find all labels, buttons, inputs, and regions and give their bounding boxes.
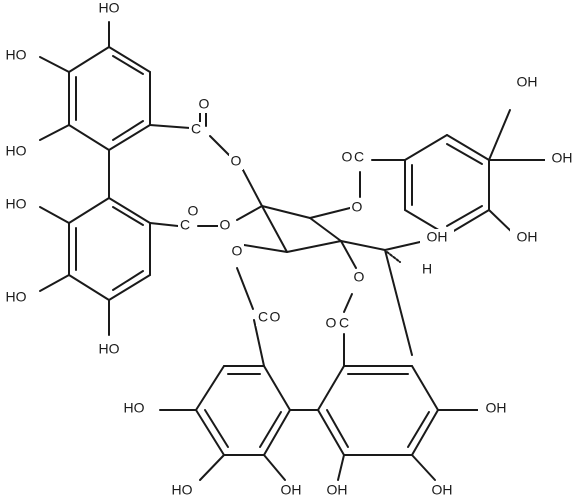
label-gallate-o-link: O bbox=[352, 199, 363, 215]
label-sugar-oh: OH bbox=[427, 229, 448, 245]
label-ester2-o-carbonyl: O bbox=[188, 203, 199, 219]
label-bottom-oh-b4: OH bbox=[432, 482, 453, 498]
label-gallate-oh-c: OH bbox=[517, 229, 538, 245]
label-ester2-c: C bbox=[180, 217, 190, 233]
label-gallate-o-carbonyl: O bbox=[342, 149, 353, 165]
label-oh-left-ring1-b: HO bbox=[6, 143, 27, 159]
label-ester3-o-carbonyl: O bbox=[270, 309, 281, 325]
label-ester2-o-link: O bbox=[220, 217, 231, 233]
label-ester1-o-link: O bbox=[231, 153, 242, 169]
ring-lower-left bbox=[68, 197, 151, 301]
sugar-ring bbox=[261, 205, 342, 253]
label-oh-top-ring1: HO bbox=[99, 0, 120, 16]
label-ester1-o-carbonyl: O bbox=[199, 96, 210, 112]
label-bottom-oh-right: OH bbox=[486, 400, 507, 416]
label-ester3-o-link: O bbox=[232, 243, 243, 259]
label-oh-left-ring2-a: HO bbox=[6, 196, 27, 212]
label-bottom-oh-b2: OH bbox=[281, 482, 302, 498]
label-gallate-oh-b: OH bbox=[552, 150, 573, 166]
ring-upper-left bbox=[68, 46, 151, 151]
ring-bottom-left bbox=[195, 365, 291, 456]
ring-gallate bbox=[404, 134, 490, 236]
label-bottom-oh-b3: OH bbox=[327, 482, 348, 498]
label-ester3-c: C bbox=[258, 309, 268, 325]
label-bottom-oh-b1: HO bbox=[172, 482, 193, 498]
label-oh-bottom-ring2: HO bbox=[99, 341, 120, 357]
label-sugar-h: H bbox=[422, 261, 432, 277]
label-ester4-o-carbonyl: O bbox=[326, 315, 337, 331]
label-gallate-oh-a: OH bbox=[517, 74, 538, 90]
label-ester4-c: C bbox=[339, 315, 349, 331]
label-gallate-c: C bbox=[354, 149, 364, 165]
ring-bottom-right bbox=[317, 365, 439, 456]
label-ester4-o-link: O bbox=[354, 269, 365, 285]
label-bottom-oh-left: HO bbox=[124, 400, 145, 416]
label-oh-left-ring1-a: HO bbox=[6, 47, 27, 63]
label-ester1-c: C bbox=[191, 121, 201, 137]
label-oh-left-ring2-b: HO bbox=[6, 289, 27, 305]
